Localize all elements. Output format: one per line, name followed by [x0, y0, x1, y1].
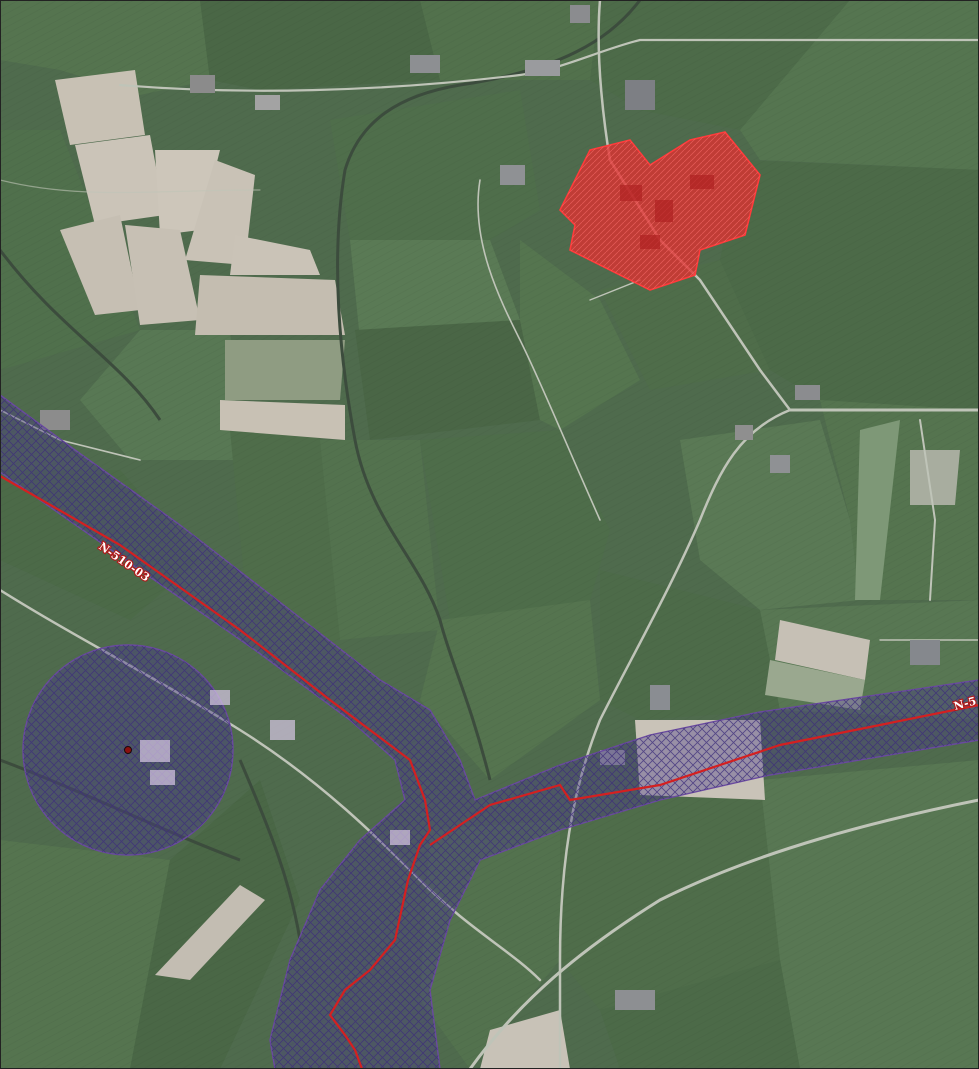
pipeline-centerlines [0, 475, 979, 1069]
highlight-zone-layer [559, 131, 761, 291]
pipeline-n-510-03-line[interactable] [0, 475, 432, 1069]
pipeline-station-marker[interactable] [124, 746, 132, 754]
pipeline-n-5-line[interactable] [429, 703, 979, 846]
farm-buildings [40, 5, 940, 1010]
pipeline-label-n-5: N-5 [952, 694, 977, 712]
